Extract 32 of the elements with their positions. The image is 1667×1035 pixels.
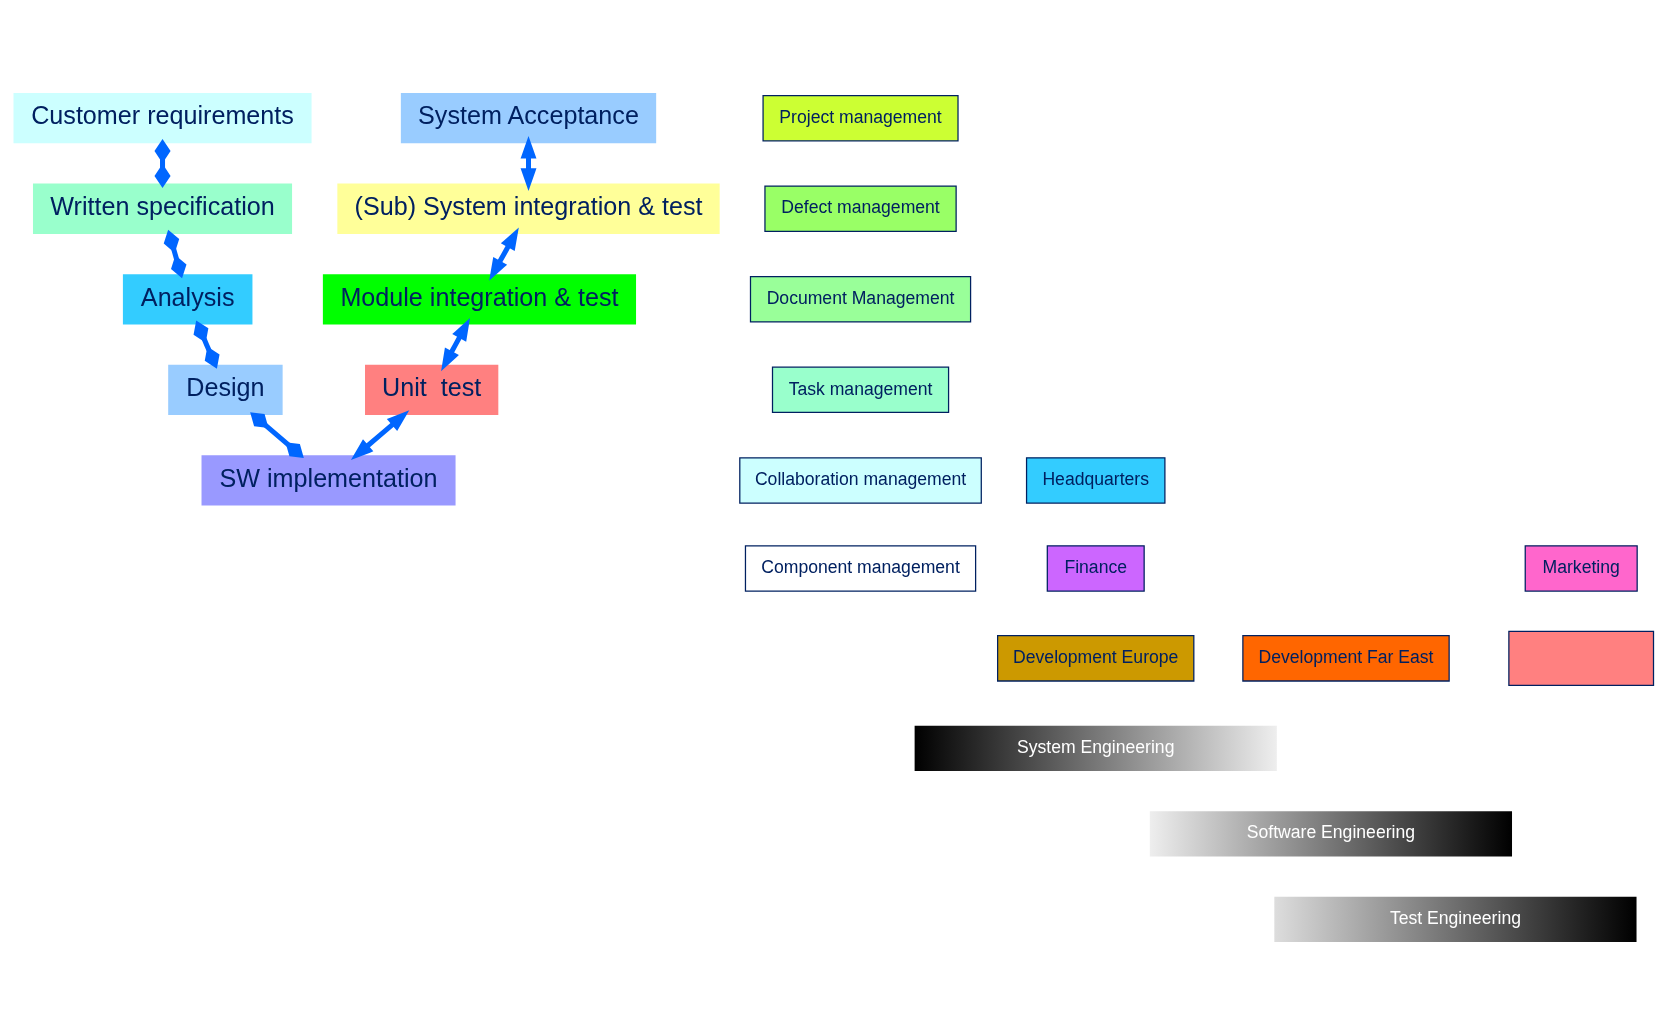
node-box: Written specification xyxy=(33,183,293,234)
node-box: Defect management xyxy=(764,185,957,232)
node-box: Component management xyxy=(744,545,977,592)
connector xyxy=(193,320,220,369)
node-box: (Sub) System integration & test xyxy=(337,183,720,234)
node-box: Software Engineering xyxy=(1149,811,1512,857)
node-box: Test Engineering xyxy=(1274,896,1637,942)
arrow xyxy=(441,317,471,372)
node-box: Module integration & test xyxy=(322,274,637,325)
connector xyxy=(250,412,304,459)
node-box: Document Management xyxy=(749,276,972,323)
node-box: Finance xyxy=(1046,545,1145,592)
arrow xyxy=(350,410,410,461)
node-box: Unit test xyxy=(365,364,499,415)
node-box: Marketing xyxy=(1524,545,1638,592)
arrow xyxy=(520,135,537,192)
connector xyxy=(163,229,187,279)
node-box: Project management xyxy=(762,94,959,142)
node-box: Headquarters xyxy=(1025,457,1166,504)
node-box: Development Europe xyxy=(997,635,1195,682)
node-box xyxy=(1508,630,1655,687)
node-box: Customer requirements xyxy=(13,93,312,144)
node-box: Design xyxy=(168,364,283,415)
node-box: Collaboration management xyxy=(739,457,982,504)
node-box: Analysis xyxy=(122,274,253,325)
node-box: Task management xyxy=(771,366,950,414)
node-box: SW implementation xyxy=(201,455,456,506)
node-box: System Engineering xyxy=(914,725,1277,771)
node-box: System Acceptance xyxy=(400,93,657,144)
connector xyxy=(154,138,171,188)
arrow xyxy=(489,227,519,281)
node-box: Development Far East xyxy=(1242,635,1450,682)
